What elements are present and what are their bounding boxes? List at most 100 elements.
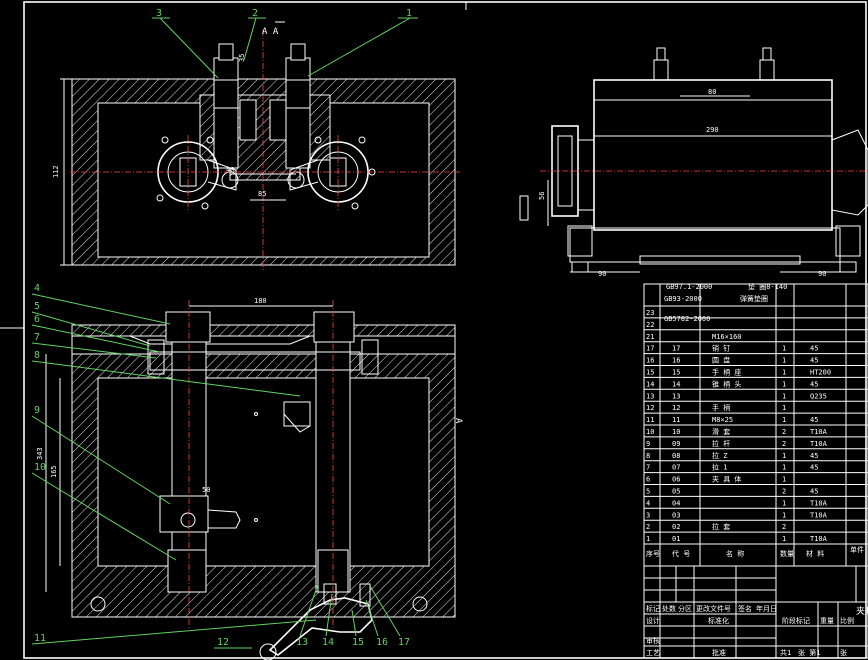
bom-cell-qty: 2 bbox=[782, 523, 786, 531]
bom-cell-name: 圆 盘 bbox=[712, 356, 730, 365]
bom-cell-name: 销 钉 bbox=[712, 344, 730, 353]
bom-cell-qty: 2 bbox=[782, 440, 786, 448]
bom-cell-qty: 2 bbox=[782, 428, 786, 436]
tb-label-doc: 更改文件号 bbox=[696, 604, 731, 613]
bom-cell-code: 13 bbox=[672, 392, 680, 400]
dim-spacing: 85 bbox=[258, 190, 266, 198]
tb-standard: 标准化 bbox=[708, 616, 729, 625]
balloon-17: 17 bbox=[398, 637, 410, 648]
bom-cell-mat: T10A bbox=[810, 440, 828, 448]
title-block: 标记 处数 分区 更改文件号 签名 年月日 设计 标准化 阶段标记 重量 比例 … bbox=[643, 565, 868, 659]
bom-cell-name: 手 柄 bbox=[712, 403, 730, 412]
bom-header-name: 名 称 bbox=[726, 549, 744, 558]
bom-cell-mat: 45 bbox=[810, 416, 818, 424]
balloon-8: 8 bbox=[34, 350, 40, 361]
bom-cell-no: 16 bbox=[646, 357, 654, 365]
bom-cell-no: 21 bbox=[646, 333, 654, 341]
bom-cell-qty: 1 bbox=[782, 380, 786, 388]
balloon-1: 1 bbox=[406, 8, 412, 19]
bom-cell-no: 8 bbox=[646, 452, 650, 460]
bom-cell-code: 10 bbox=[672, 428, 680, 436]
bom-cell-code: 02 bbox=[672, 523, 680, 531]
bom-cell-code: 04 bbox=[672, 499, 680, 507]
balloon-2: 2 bbox=[252, 8, 258, 19]
front-view: 180 343 165 50 A 4 5 6 7 8 9 10 11 12 13… bbox=[31, 283, 463, 660]
bom-cell-no: 6 bbox=[646, 476, 650, 484]
bom-cell-name: 夹 具 体 bbox=[712, 475, 741, 484]
bom-cell-code: 05 bbox=[672, 488, 680, 496]
bom-cell-qty: 1 bbox=[782, 511, 786, 519]
dim-inner: 165 bbox=[50, 465, 58, 478]
dim-left: 90 bbox=[598, 270, 606, 278]
bom-cell-no: 23 bbox=[646, 309, 654, 317]
bom-note-2: GB5782-2000 bbox=[664, 315, 710, 323]
bom-cell-code: 16 bbox=[672, 357, 680, 365]
bom-cell-mat: 45 bbox=[810, 345, 818, 353]
bom-cell-no: 22 bbox=[646, 321, 654, 329]
bom-cell-code: 14 bbox=[672, 380, 680, 388]
bom-cell-code: 06 bbox=[672, 476, 680, 484]
tb-sheet: 张 第1 bbox=[798, 648, 820, 657]
bom-cell-code: 15 bbox=[672, 369, 680, 377]
bom-cell-mat: T10A bbox=[810, 428, 828, 436]
balloon-13: 13 bbox=[296, 637, 308, 648]
dim-front-small: 50 bbox=[202, 486, 210, 494]
bom-cell-name: 拉 套 bbox=[712, 522, 730, 531]
bom-header-mat: 材 料 bbox=[806, 549, 824, 558]
balloon-10: 10 bbox=[34, 462, 46, 473]
bom-cell-no: 1 bbox=[646, 535, 650, 543]
balloon-14: 14 bbox=[322, 637, 334, 648]
bom-cell-qty: 1 bbox=[782, 404, 786, 412]
balloon-4: 4 bbox=[34, 283, 40, 294]
balloon-6: 6 bbox=[34, 314, 40, 325]
bom-cell-no: 13 bbox=[646, 392, 654, 400]
tb-sheet-end: 张 bbox=[840, 648, 847, 657]
bom-cell-no: 7 bbox=[646, 464, 650, 472]
bom-cell-qty: 1 bbox=[782, 452, 786, 460]
balloon-12: 12 bbox=[217, 637, 229, 648]
bom-cell-no: 11 bbox=[646, 416, 654, 424]
bom-cell-name: M16×160 bbox=[712, 333, 742, 341]
bom-cell-code: 01 bbox=[672, 535, 680, 543]
bom-cell-no: 5 bbox=[646, 488, 650, 496]
bom-cell-name: 手 柄 座 bbox=[712, 368, 741, 377]
bom-note-0: GB97.1-2000 bbox=[666, 283, 712, 291]
tb-process: 工艺 bbox=[646, 649, 660, 657]
bom-header-no: 序号 bbox=[646, 549, 660, 558]
bom-cell-code: 11 bbox=[672, 416, 680, 424]
tb-label-count: 处数 bbox=[662, 604, 676, 613]
bom-cell-code: 09 bbox=[672, 440, 680, 448]
balloon-15: 15 bbox=[352, 637, 364, 648]
bom-cell-name: 拉 Z bbox=[712, 451, 727, 460]
tb-approve: 批准 bbox=[712, 648, 726, 657]
dim-side-height: 56 bbox=[538, 192, 546, 200]
bom-cell-qty: 1 bbox=[782, 535, 786, 543]
tb-total: 共1 bbox=[780, 648, 791, 657]
bom-cell-no: 10 bbox=[646, 428, 654, 436]
top-view: 112 40 85 35 A A 3 2 1 bbox=[52, 8, 460, 270]
bom-cell-qty: 1 bbox=[782, 416, 786, 424]
bom-cell-name: 锥 柄 头 bbox=[712, 379, 741, 388]
bom-table: GB97.1-2000 GB93-2000 垫 圈8-140 弹簧垫圈 GB57… bbox=[643, 282, 868, 567]
bom-cell-no: 15 bbox=[646, 369, 654, 377]
tb-review: 审核 bbox=[646, 636, 660, 645]
bom-cell-mat: Q235 bbox=[810, 392, 827, 400]
bom-cell-name: 滑 套 bbox=[712, 427, 730, 436]
bom-cell-qty: 1 bbox=[782, 499, 786, 507]
bom-header-code: 代 号 bbox=[672, 549, 690, 558]
dim-small: 35 bbox=[238, 54, 246, 62]
bom-cell-code: 17 bbox=[672, 345, 680, 353]
bom-header-qty: 数量 bbox=[780, 549, 794, 558]
bom-cell-name: M8×25 bbox=[712, 416, 733, 424]
bom-note-part-0: 垫 圈8-140 bbox=[748, 282, 787, 291]
dim-front-height: 343 bbox=[36, 447, 44, 460]
bom-cell-mat: 45 bbox=[810, 488, 818, 496]
bom-cell-no: 14 bbox=[646, 380, 654, 388]
bom-cell-code: 08 bbox=[672, 452, 680, 460]
dim-right: 90 bbox=[818, 270, 826, 278]
tb-label-sign: 签名 bbox=[738, 604, 752, 613]
bom-cell-code: 12 bbox=[672, 404, 680, 412]
bom-cell-code: 03 bbox=[672, 511, 680, 519]
view-arrow-a: A bbox=[453, 418, 463, 424]
bom-cell-mat: 45 bbox=[810, 452, 818, 460]
